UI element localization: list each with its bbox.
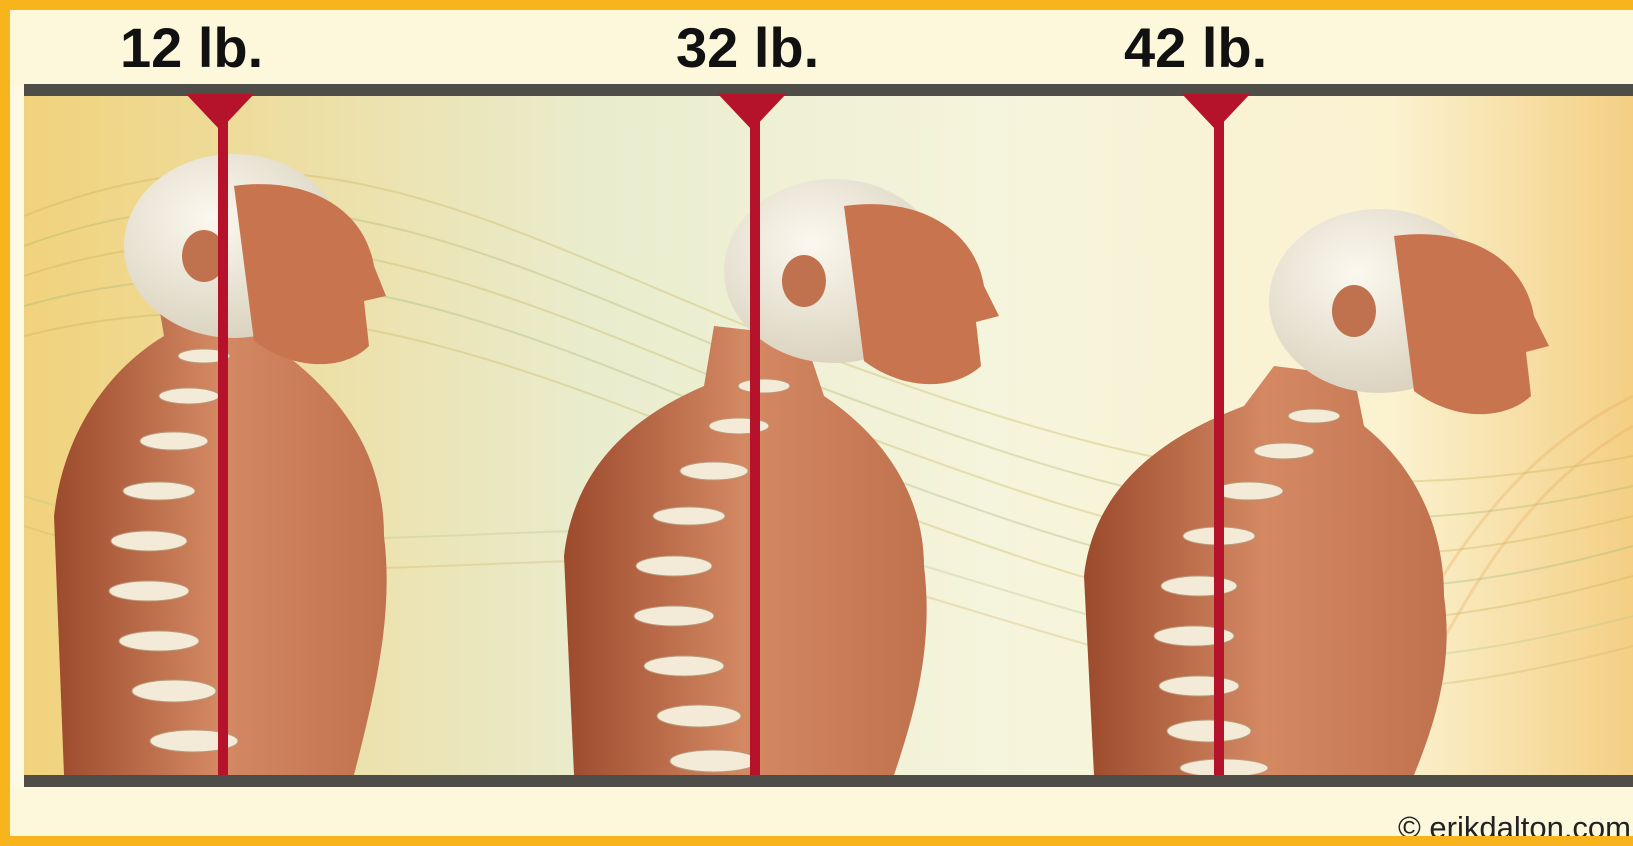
plumb-line-42lb (1214, 96, 1224, 775)
footer-strip (10, 787, 1633, 846)
anatomy-scene (24, 96, 1633, 775)
weight-label-32lb: 32 lb. (676, 18, 819, 78)
weight-label-12lb: 12 lb. (120, 18, 263, 78)
bottom-bar (24, 775, 1633, 787)
weight-label-42lb: 42 lb. (1124, 18, 1267, 78)
plumb-line-12lb (218, 96, 228, 775)
pointer-12lb (186, 94, 254, 130)
plumb-line-32lb (750, 96, 760, 775)
pointer-42lb (1182, 94, 1250, 130)
pointer-32lb (718, 94, 786, 130)
copyright-text: © erikdalton.com (1398, 810, 1631, 846)
plumb-pointers (10, 84, 1633, 134)
